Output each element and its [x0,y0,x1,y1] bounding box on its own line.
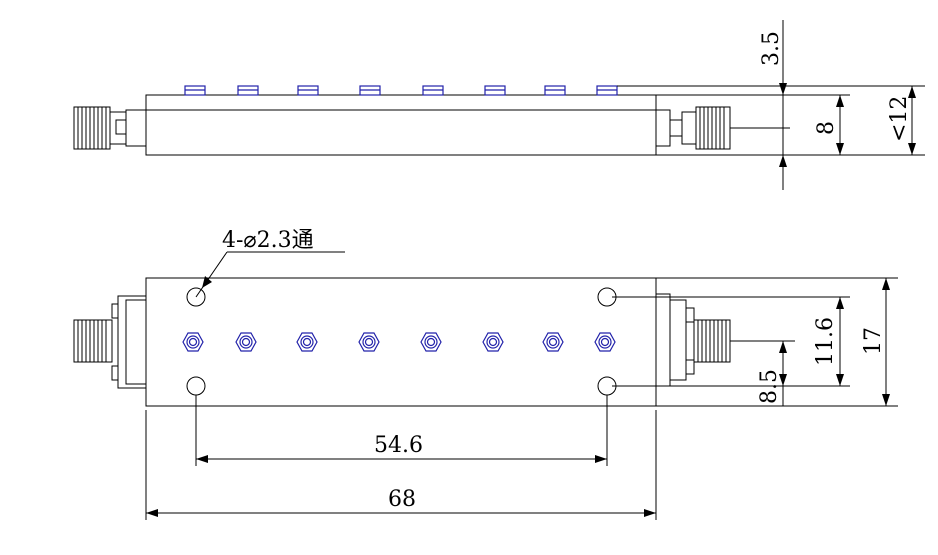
hex-screw [296,332,318,352]
mount-hole [186,287,206,307]
side-left-connector [73,106,147,150]
hex-screw [542,332,564,352]
side-right-connector [655,106,790,150]
dim-17-label: 17 [861,327,886,355]
dim-68-label: 68 [388,487,416,512]
hex-screw [235,332,257,352]
mount-hole [186,376,206,396]
hex-screw [182,332,204,352]
dim-54-6-label: 54.6 [374,433,423,458]
dim-3-5-label: 3.5 [759,31,784,66]
side-screw [484,85,506,96]
plan-body [145,277,657,407]
side-body [145,94,657,156]
plan-view: 4-⌀2.3通 11.6 8.5 17 [73,228,898,520]
dim-8-5-label: 8.5 [757,369,782,404]
side-screw [359,85,381,96]
hole-note-label: 4-⌀2.3通 [222,228,314,253]
plan-right-dimensions [612,277,898,407]
side-screw [596,85,618,96]
side-tuning-screws [184,85,618,96]
dim-8-label: 8 [814,121,839,135]
side-screw [544,85,566,96]
plan-left-connector [73,295,147,389]
side-dimensions [617,20,925,190]
dim-11-6-label: 11.6 [813,317,838,366]
hex-screw [594,332,616,352]
hex-screw [358,332,380,352]
plan-tuning-screws [182,332,616,352]
hex-screw [482,332,504,352]
hole-note-leader [195,251,228,298]
side-view: 3.5 8 <12 [73,20,925,190]
side-screw [184,85,206,96]
hex-screw [420,332,442,352]
side-screw [422,85,444,96]
plan-bottom-dimensions [145,395,657,520]
side-screw [297,85,319,96]
side-screw [237,85,259,96]
dim-12-label: <12 [887,96,912,142]
